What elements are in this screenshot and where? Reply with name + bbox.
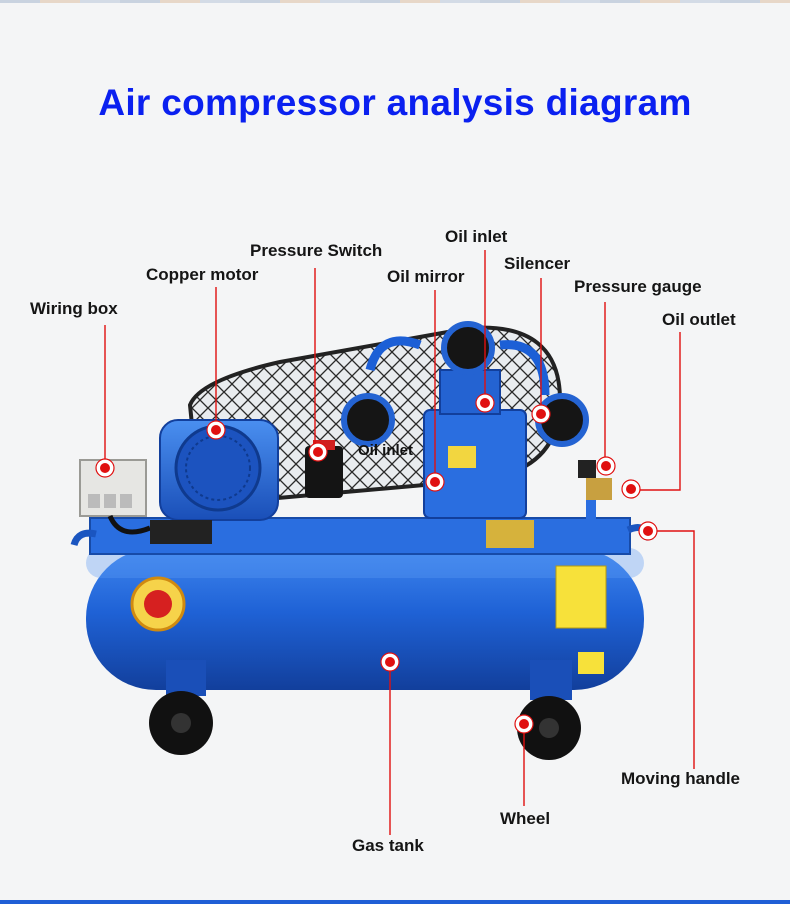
label-oil-mirror: Oil mirror xyxy=(387,267,465,286)
marker-moving-handle xyxy=(638,521,658,541)
bottom-border xyxy=(0,900,790,904)
page-title: Air compressor analysis diagram xyxy=(98,82,692,123)
copper-motor xyxy=(150,419,279,544)
compressor-head xyxy=(341,321,589,548)
marker-pressure-gauge xyxy=(596,456,616,476)
marker-copper-motor xyxy=(206,420,226,440)
marker-silencer xyxy=(531,404,551,424)
marker-oil-mirror xyxy=(425,472,445,492)
marker-pressure-switch xyxy=(308,442,328,462)
marker-gas-tank xyxy=(380,652,400,672)
wheel-left xyxy=(149,691,213,755)
label-wiring-box: Wiring box xyxy=(30,299,118,318)
label-copper-motor: Copper motor xyxy=(146,265,259,284)
label-oil-outlet: Oil outlet xyxy=(662,310,736,329)
label-oil-inlet: Oil inlet xyxy=(445,227,508,246)
label-moving-handle: Moving handle xyxy=(621,769,740,788)
label-gas-tank: Gas tank xyxy=(352,836,424,855)
wheel-right xyxy=(517,696,581,760)
pressure-gauge-valve xyxy=(578,460,612,530)
marker-wheel xyxy=(514,714,534,734)
label-wheel: Wheel xyxy=(500,809,551,828)
marker-oil-outlet xyxy=(621,479,641,499)
label-pressure-switch: Pressure Switch xyxy=(250,241,383,260)
top-decor-strip xyxy=(0,0,790,3)
label-silencer: Silencer xyxy=(504,254,571,273)
label-pressure-gauge: Pressure gauge xyxy=(574,277,702,296)
overlay-oil-inlet-text: Oil inlet xyxy=(358,442,414,459)
marker-wiring-box xyxy=(95,458,115,478)
gas-tank xyxy=(70,517,654,700)
marker-oil-inlet xyxy=(475,393,495,413)
